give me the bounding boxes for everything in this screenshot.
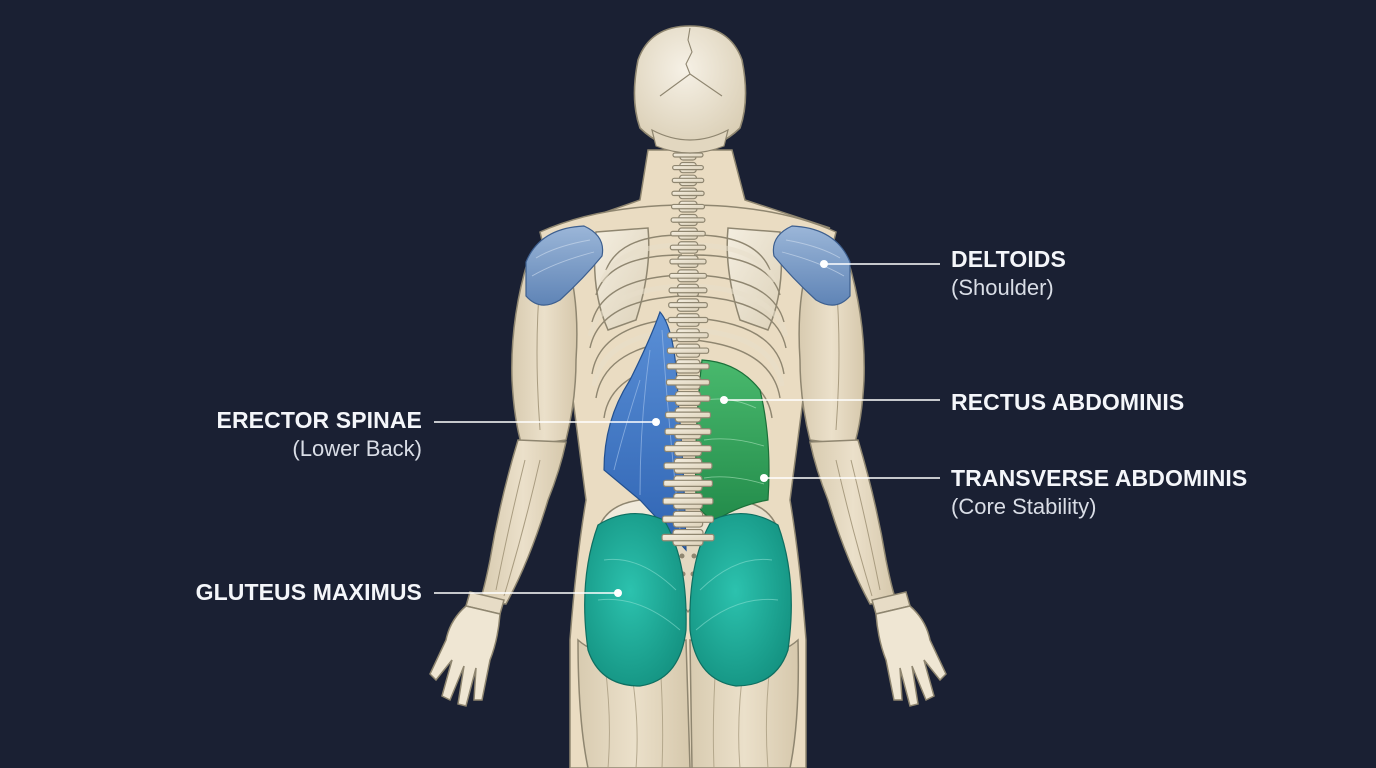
label-transverse-sub: (Core Stability) xyxy=(951,493,1247,521)
vertebra-process xyxy=(673,153,703,157)
leader-dot-transverse xyxy=(760,474,768,482)
label-rectus-abdominis: RECTUS ABDOMINIS xyxy=(951,388,1184,417)
skull xyxy=(634,26,745,153)
vertebra-process xyxy=(664,480,713,486)
label-transverse-name: TRANSVERSE ABDOMINIS xyxy=(951,464,1247,493)
label-erector-name: ERECTOR SPINAE xyxy=(217,406,422,435)
vertebra-process xyxy=(668,318,707,323)
vertebra-process xyxy=(666,380,709,385)
label-deltoids-sub: (Shoulder) xyxy=(951,274,1066,302)
vertebra-process xyxy=(662,534,714,540)
vertebra-process xyxy=(672,191,704,195)
label-gluteus-name: GLUTEUS MAXIMUS xyxy=(196,578,422,607)
label-deltoids-name: DELTOIDS xyxy=(951,245,1066,274)
vertebra-process xyxy=(669,288,707,293)
label-deltoids: DELTOIDS (Shoulder) xyxy=(951,245,1066,301)
label-transverse-abdominis: TRANSVERSE ABDOMINIS (Core Stability) xyxy=(951,464,1247,520)
left-arm xyxy=(430,256,577,706)
vertebra-process xyxy=(664,463,712,469)
vertebra-process xyxy=(666,396,710,402)
vertebra-process xyxy=(671,218,705,222)
leader-dot-rectus xyxy=(720,396,728,404)
vertebra-process xyxy=(668,333,708,338)
vertebra-process xyxy=(670,273,707,278)
vertebra-process xyxy=(672,178,703,182)
vertebra-process xyxy=(663,498,713,504)
vertebra-process xyxy=(667,364,709,369)
vertebra-process xyxy=(670,245,705,250)
vertebra-process xyxy=(667,348,708,353)
vertebra-process xyxy=(666,412,711,418)
vertebra-process xyxy=(673,166,704,170)
vertebra-process xyxy=(669,303,708,308)
label-erector-sub: (Lower Back) xyxy=(217,435,422,463)
vertebra-process xyxy=(671,231,706,235)
leader-dot-gluteus xyxy=(614,589,622,597)
label-gluteus-maximus: GLUTEUS MAXIMUS xyxy=(196,578,422,607)
leader-dot-erector xyxy=(652,418,660,426)
vertebra-process xyxy=(663,516,714,522)
vertebra-process xyxy=(672,204,705,208)
label-rectus-name: RECTUS ABDOMINIS xyxy=(951,388,1184,417)
vertebra-process xyxy=(665,429,711,435)
vertebra-process xyxy=(665,446,712,452)
label-erector-spinae: ERECTOR SPINAE (Lower Back) xyxy=(217,406,422,462)
leader-dot-deltoids xyxy=(820,260,828,268)
vertebra-process xyxy=(670,259,706,264)
right-arm xyxy=(799,256,946,706)
